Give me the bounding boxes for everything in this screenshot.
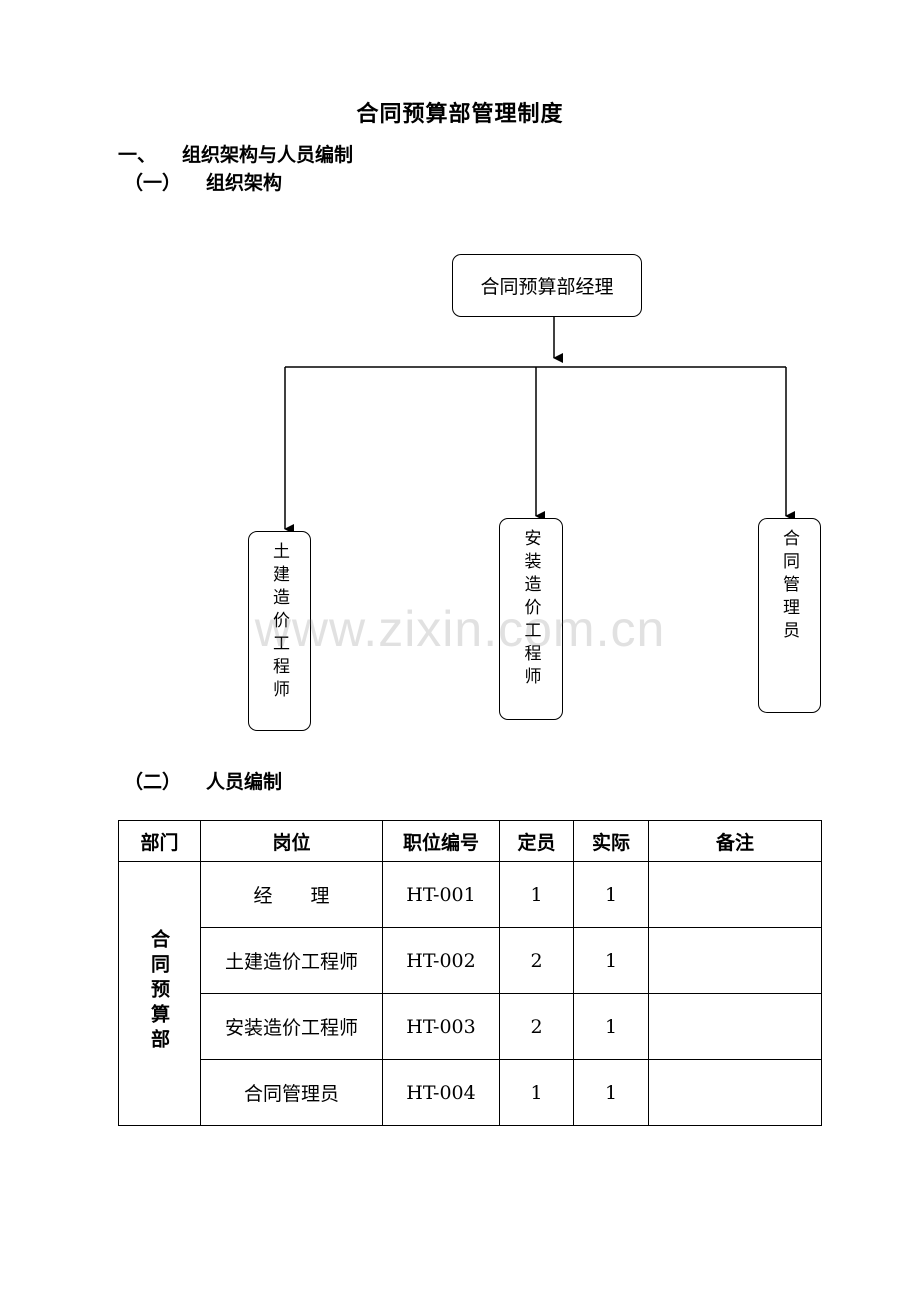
org-node-label: 安装造价工程师: [520, 529, 541, 690]
actual-cell: 1: [573, 927, 649, 994]
org-node-label: 合同管理员: [779, 529, 799, 644]
department-name: 合同预算部: [148, 928, 170, 1054]
org-node-installation-engineer: 安装造价工程师: [499, 518, 563, 720]
table-row: 土建造价工程师 HT-002 2 1: [119, 927, 822, 994]
department-cell: 合同预算部: [118, 861, 201, 1126]
subsection-label: 人员编制: [206, 771, 283, 793]
table-row: 合同管理员 HT-004 1 1: [119, 1059, 822, 1126]
section-heading-1: 一、 组织架构与人员编制: [118, 140, 353, 167]
table-row: 合同预算部 经 理 HT-001 1 1: [118, 861, 822, 1126]
position-cell: 安装造价工程师: [200, 993, 383, 1060]
code-cell: HT-004: [382, 1059, 500, 1126]
org-node-manager: 合同预算部经理: [452, 254, 642, 317]
org-node-contract-manager: 合同管理员: [758, 518, 821, 713]
column-header: 实际: [573, 820, 649, 862]
code-cell: HT-003: [382, 993, 500, 1060]
table-row: 安装造价工程师 HT-003 2 1: [119, 993, 822, 1060]
quota-cell: 1: [499, 1059, 574, 1126]
org-node-civil-engineer: 土建造价工程师: [248, 531, 311, 731]
subsection-heading-staffing: （二） 人员编制: [124, 767, 282, 794]
actual-cell: 1: [573, 993, 649, 1060]
column-header: 岗位: [200, 820, 383, 862]
document-title: 合同预算部管理制度: [356, 102, 564, 127]
subsection-number: （二）: [124, 771, 182, 793]
note-cell: [648, 1059, 822, 1126]
code-cell: HT-002: [382, 927, 500, 994]
section-number: 一、: [118, 144, 157, 166]
column-header: 部门: [118, 820, 201, 862]
note-cell: [648, 861, 822, 928]
quota-cell: 1: [499, 861, 574, 928]
position-cell: 合同管理员: [200, 1059, 383, 1126]
staffing-table: 部门 岗位 职位编号 定员 实际 备注 合同预算部 经 理 HT-001 1 1…: [118, 820, 822, 1126]
org-chart-connectors: [284, 317, 795, 534]
subsection-label: 组织架构: [206, 172, 283, 194]
note-cell: [648, 927, 822, 994]
code-cell: HT-001: [382, 861, 500, 928]
org-node-label: 合同预算部经理: [480, 276, 614, 298]
subsection-number: （一）: [124, 172, 182, 194]
subsection-heading-org: （一） 组织架构: [124, 168, 282, 195]
org-node-label: 土建造价工程师: [269, 542, 289, 703]
position-cell: 土建造价工程师: [200, 927, 383, 994]
table-header-row: 部门 岗位 职位编号 定员 实际 备注: [118, 820, 822, 862]
actual-cell: 1: [573, 1059, 649, 1126]
column-header: 定员: [499, 820, 574, 862]
watermark: www.zixin.com.cn: [254, 601, 666, 657]
actual-cell: 1: [573, 861, 649, 928]
position-cell: 经 理: [200, 861, 383, 928]
quota-cell: 2: [499, 927, 574, 994]
column-header: 职位编号: [382, 820, 500, 862]
column-header: 备注: [648, 820, 822, 862]
note-cell: [648, 993, 822, 1060]
section-label: 组织架构与人员编制: [182, 144, 354, 166]
quota-cell: 2: [499, 993, 574, 1060]
